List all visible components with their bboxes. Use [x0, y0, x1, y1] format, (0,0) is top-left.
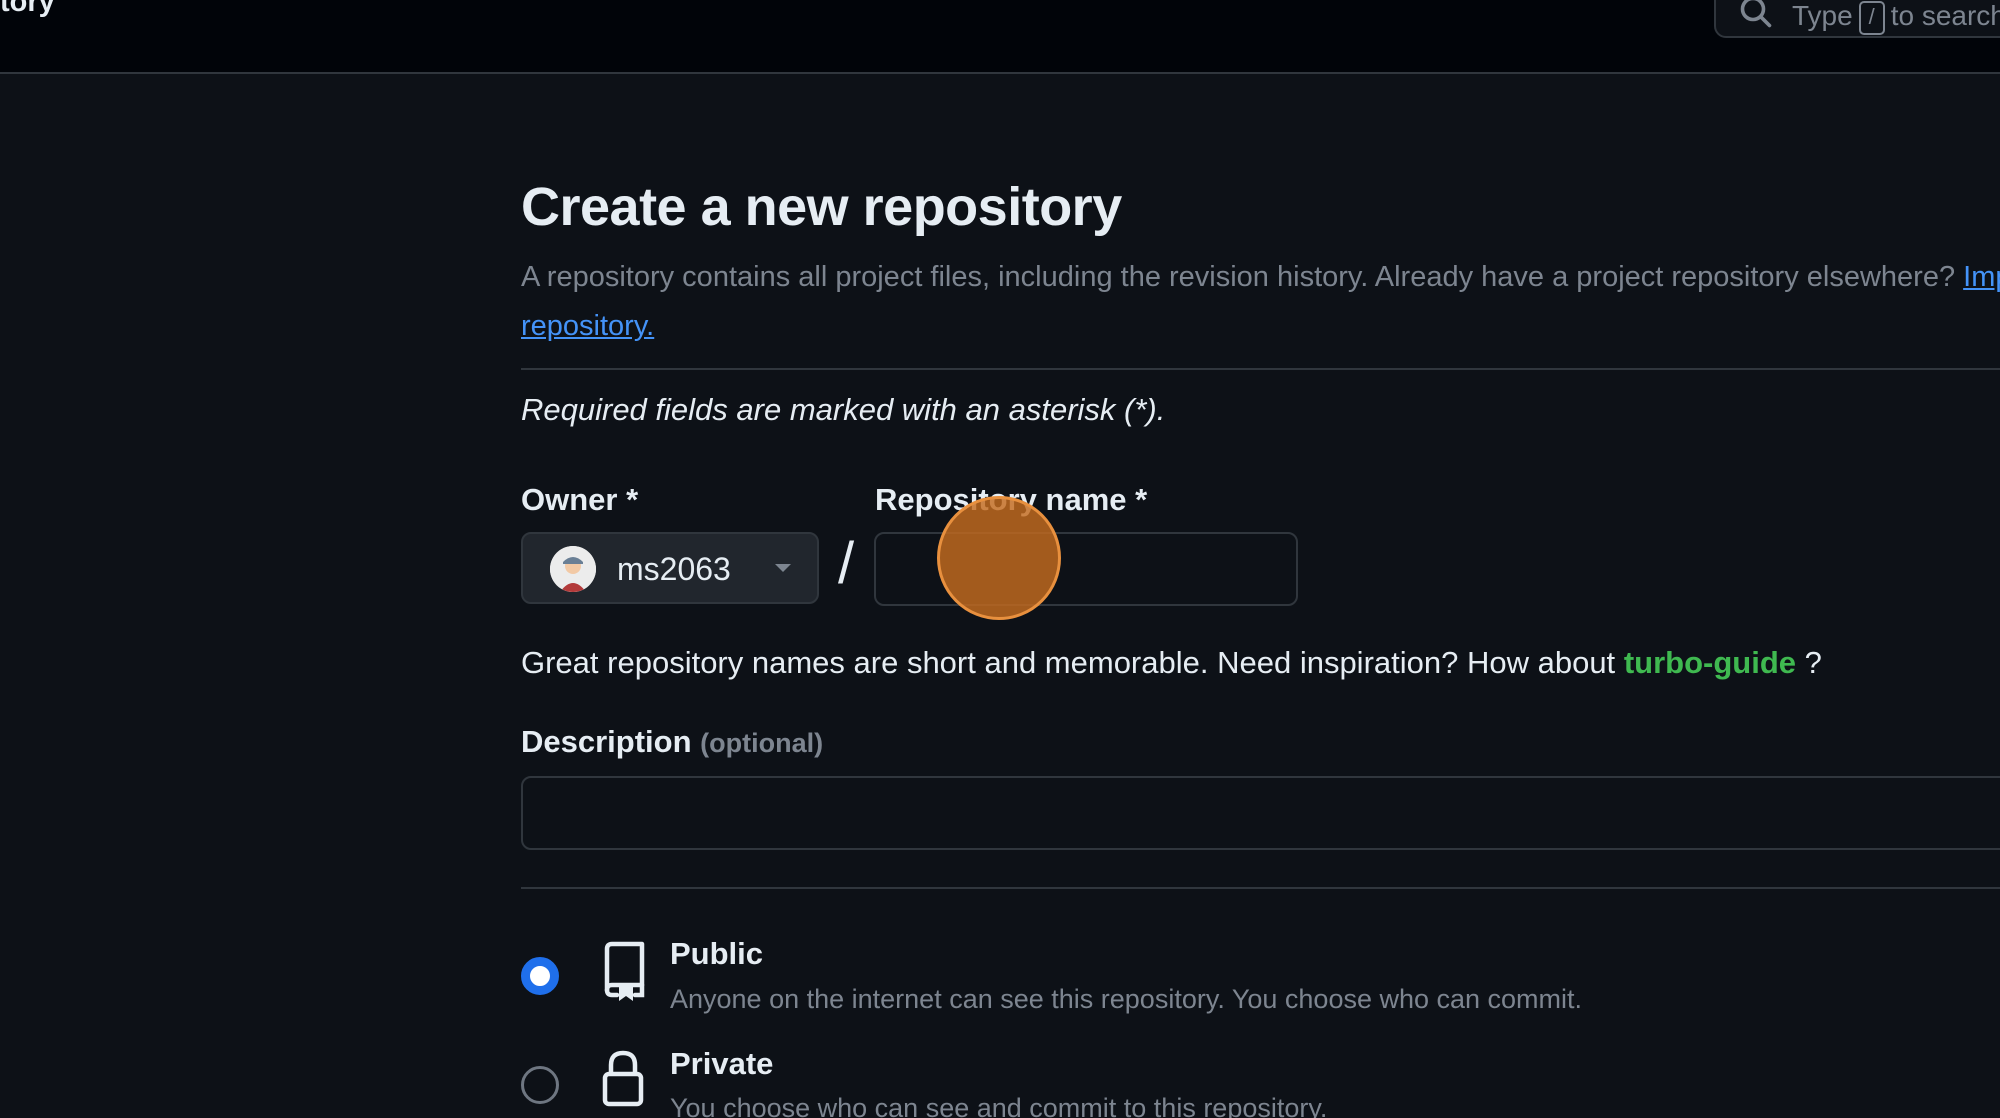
owner-dropdown[interactable]: ms2063 [521, 532, 819, 604]
description-input[interactable] [521, 776, 2000, 850]
header-title: tory [0, 0, 55, 18]
page-title: Create a new repository [521, 177, 1122, 237]
public-option-title: Public [670, 936, 764, 971]
top-header: tory Type/to search [0, 0, 2000, 74]
owner-repo-separator: / [838, 531, 855, 596]
public-option-description: Anyone on the internet can see this repo… [670, 984, 1583, 1014]
search-input[interactable]: Type/to search [1714, 0, 2000, 38]
repo-icon [604, 941, 645, 1001]
private-radio[interactable] [521, 1066, 559, 1104]
private-option-title: Private [670, 1046, 774, 1081]
suggested-name-button[interactable]: turbo-guide [1623, 645, 1796, 680]
required-fields-note: Required fields are marked with an aster… [521, 392, 1166, 427]
private-option-description: You choose who can see and commit to thi… [670, 1093, 1328, 1118]
import-repository-link[interactable]: Import a repository. [521, 261, 2000, 342]
intro-text: A repository contains all project files,… [521, 261, 1956, 293]
lock-icon [602, 1050, 644, 1107]
optional-tag: (optional) [700, 728, 824, 758]
name-suggestion-hint: Great repository names are short and mem… [521, 645, 1822, 680]
divider [521, 368, 2000, 370]
chevron-down-icon [775, 564, 791, 572]
owner-label: Owner * [521, 482, 639, 517]
divider [521, 887, 2000, 889]
search-icon [1740, 0, 1772, 28]
public-radio[interactable] [521, 957, 559, 995]
shortcut-key-badge: / [1858, 0, 1885, 35]
search-placeholder: Type/to search [1792, 0, 2000, 35]
avatar [550, 546, 596, 592]
click-indicator [937, 496, 1061, 620]
owner-name: ms2063 [617, 551, 731, 587]
description-label: Description (optional) [521, 724, 824, 759]
page-intro: A repository contains all project files,… [521, 253, 2000, 351]
